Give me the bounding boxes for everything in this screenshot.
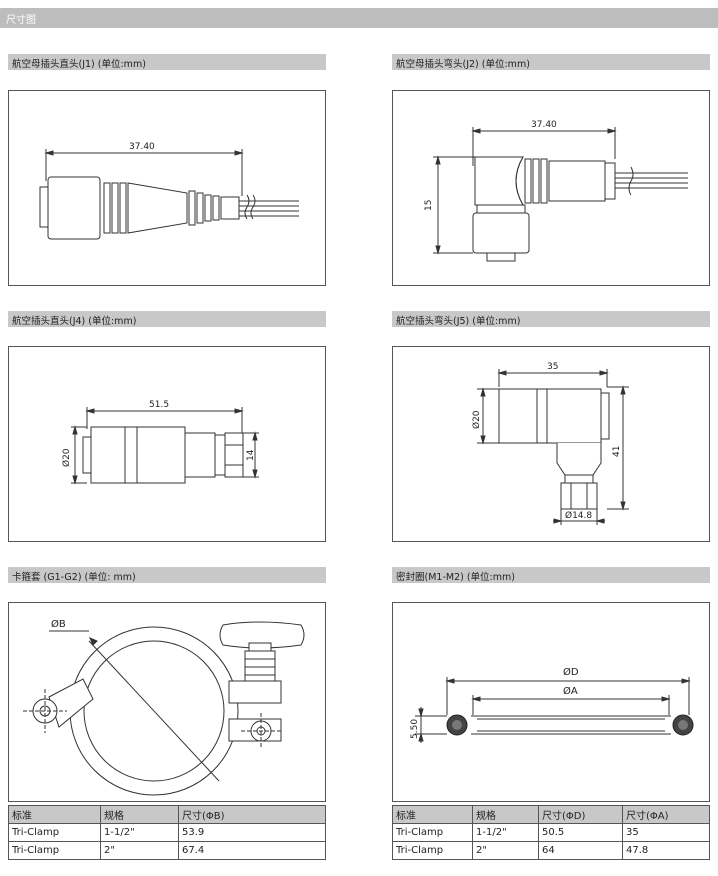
drawing-clamp-svg: ØB [23, 618, 305, 796]
drawing-clamp: ØB [8, 602, 326, 802]
table-header-cell: 标准 [8, 805, 101, 824]
table-cell: Tri-Clamp [392, 823, 473, 842]
table-row: Tri-Clamp 2" 64 47.8 [392, 841, 710, 860]
section-title-j4: 航空插头直头(J4) (单位:mm) [8, 311, 326, 327]
drawing-j2: 37.40 15 [392, 90, 710, 286]
j2-length-dim: 37.40 [531, 120, 557, 130]
clamp-spec-table: 标准 规格 尺寸(ΦB) Tri-Clamp 1-1/2" 53.9 Tri-C… [8, 805, 326, 860]
j5-diameter-dim: Ø20 [471, 410, 482, 429]
section-title-seal: 密封圈(M1-M2) (单位:mm) [392, 567, 710, 583]
table-header-row: 标准 规格 尺寸(ΦD) 尺寸(ΦA) [392, 805, 710, 824]
table-header-cell: 尺寸(ΦA) [622, 805, 710, 824]
j5-height-dim: 41 [612, 446, 622, 457]
table-cell: 1-1/2" [472, 823, 539, 842]
drawing-j4-svg: 51.5 Ø20 14 [61, 400, 259, 485]
seal-outer-dim: ØD [563, 666, 579, 678]
j2-height-dim: 15 [424, 200, 434, 211]
seal-inner-dim: ØA [563, 685, 578, 697]
drawing-seal: ØD ØA 5.50 [392, 602, 710, 802]
section-title-j2: 航空母插头弯头(J2) (单位:mm) [392, 54, 710, 70]
table-header-row: 标准 规格 尺寸(ΦB) [8, 805, 326, 824]
seal-thickness-dim: 5.50 [410, 719, 420, 739]
drawing-seal-svg: ØD ØA 5.50 [410, 666, 694, 743]
table-cell: Tri-Clamp [8, 823, 101, 842]
drawing-j1: 37.40 [8, 90, 326, 286]
table-row: Tri-Clamp 2" 67.4 [8, 841, 326, 860]
j5-bottom-dim: Ø14.8 [565, 510, 592, 521]
table-row: Tri-Clamp 1-1/2" 53.9 [8, 823, 326, 842]
table-cell: Tri-Clamp [8, 841, 101, 860]
j1-length-dim: 37.40 [129, 142, 155, 152]
table-cell: 50.5 [538, 823, 623, 842]
page-title: 尺寸图 [6, 15, 36, 26]
drawing-j2-svg: 37.40 15 [424, 120, 688, 262]
table-header-cell: 尺寸(ΦD) [538, 805, 623, 824]
section-title-j1: 航空母插头直头(J1) (单位:mm) [8, 54, 326, 70]
clamp-diameter-label: ØB [51, 618, 66, 630]
drawing-j5: 35 Ø20 41 Ø14.8 [392, 346, 710, 542]
table-cell: 67.4 [178, 841, 326, 860]
table-header-cell: 标准 [392, 805, 473, 824]
table-header-cell: 尺寸(ΦB) [178, 805, 326, 824]
j4-right-dim: 14 [246, 449, 256, 461]
table-cell: 2" [472, 841, 539, 860]
table-cell: 64 [538, 841, 623, 860]
section-title-j5: 航空插头弯头(J5) (单位:mm) [392, 311, 710, 327]
table-header-cell: 规格 [472, 805, 539, 824]
section-title-clamp: 卡箍套 (G1-G2) (单位: mm) [8, 567, 326, 583]
page-header-bar: 尺寸图 [0, 8, 718, 28]
table-cell: 47.8 [622, 841, 710, 860]
drawing-j5-svg: 35 Ø20 41 Ø14.8 [471, 362, 629, 525]
j4-diameter-dim: Ø20 [61, 448, 72, 467]
drawing-j1-svg: 37.40 [39, 142, 299, 240]
seal-spec-table: 标准 规格 尺寸(ΦD) 尺寸(ΦA) Tri-Clamp 1-1/2" 50.… [392, 805, 710, 860]
table-cell: 2" [100, 841, 179, 860]
table-cell: 1-1/2" [100, 823, 179, 842]
drawing-j4: 51.5 Ø20 14 [8, 346, 326, 542]
j5-width-dim: 35 [547, 362, 558, 372]
table-cell: 35 [622, 823, 710, 842]
table-cell: Tri-Clamp [392, 841, 473, 860]
j4-length-dim: 51.5 [149, 400, 169, 410]
table-cell: 53.9 [178, 823, 326, 842]
table-header-cell: 规格 [100, 805, 179, 824]
table-row: Tri-Clamp 1-1/2" 50.5 35 [392, 823, 710, 842]
